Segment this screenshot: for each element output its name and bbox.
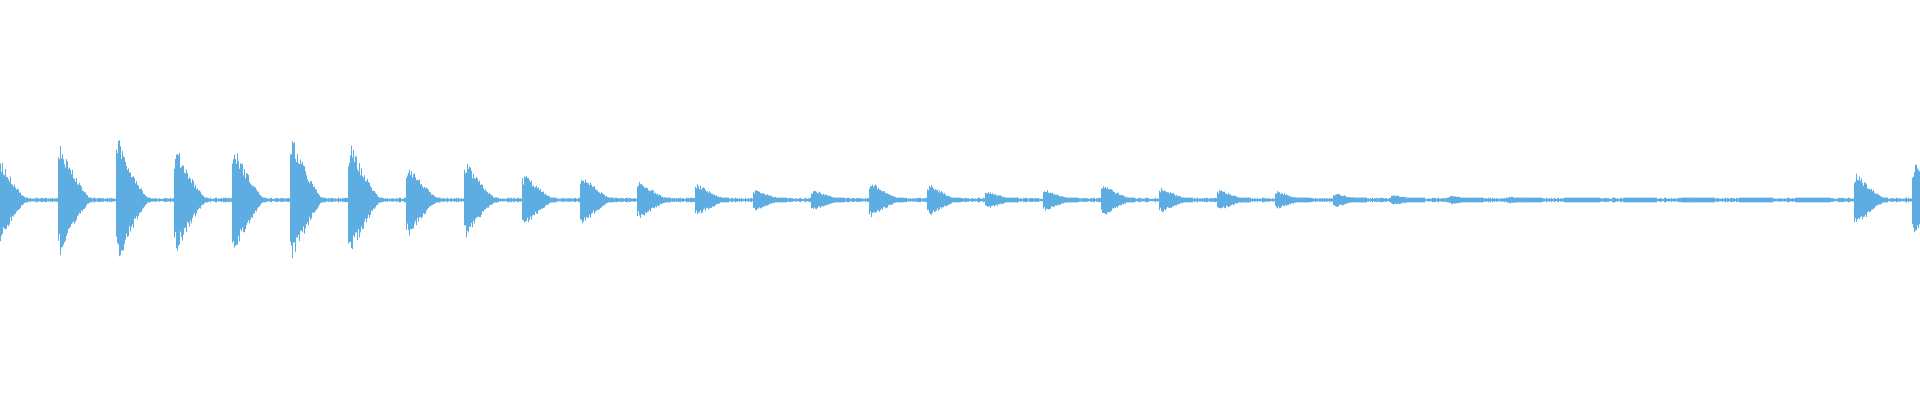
waveform-burst: [1101, 186, 1135, 215]
waveform-burst: [985, 191, 1019, 209]
waveform-burst: [1159, 187, 1193, 212]
waveform-burst: [1391, 195, 1425, 205]
waveform-burst: [753, 190, 787, 211]
waveform-burst: [1681, 197, 1715, 203]
waveform-burst: [1507, 196, 1541, 204]
waveform-burst: [1043, 190, 1077, 211]
waveform-burst: [464, 164, 498, 238]
waveform-burst: [927, 185, 961, 215]
waveform-burst: [811, 190, 845, 210]
waveform-burst: [580, 179, 614, 223]
waveform-burst: [1912, 164, 1920, 233]
waveform-burst: [1854, 173, 1888, 223]
waveform-burst: [116, 140, 150, 257]
waveform-burst: [406, 169, 440, 236]
waveform-burst: [0, 162, 28, 242]
waveform-burst: [522, 175, 556, 223]
waveform-burst: [695, 184, 729, 215]
waveform-burst: [290, 141, 324, 259]
waveform-bursts: [0, 140, 1920, 259]
waveform-burst: [1275, 190, 1309, 209]
waveform-burst: [1739, 197, 1773, 203]
waveform-burst: [637, 181, 671, 218]
waveform-burst: [174, 153, 208, 251]
waveform-burst: [1796, 197, 1830, 203]
waveform-burst: [1623, 197, 1657, 203]
waveform-burst: [58, 145, 92, 256]
waveform-burst: [1333, 193, 1367, 207]
waveform-burst: [348, 145, 382, 250]
waveform-burst: [1449, 195, 1483, 205]
waveform-burst: [1565, 197, 1599, 203]
waveform-burst: [1217, 190, 1251, 209]
waveform-burst: [232, 153, 266, 248]
waveform-burst: [869, 184, 903, 218]
